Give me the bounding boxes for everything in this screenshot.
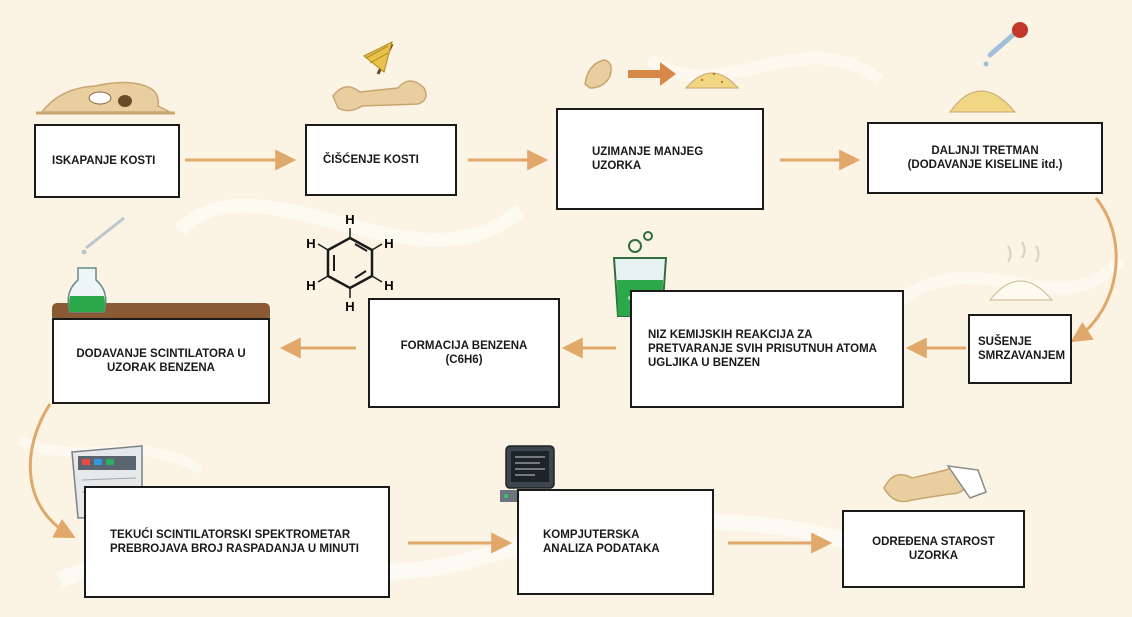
arrow <box>28 403 76 538</box>
step-kemijske-reakcije: NIZ KEMIJSKIH REAKCIJA ZA PRETVARANJE SV… <box>630 290 904 408</box>
flow-arrows <box>28 149 1118 554</box>
step-uzimanje-uzorka: UZIMANJE MANJEG UZORKA <box>556 108 764 210</box>
benzene-h-label: H <box>306 236 315 251</box>
bone-tag-icon <box>883 465 987 503</box>
step-label: KOMPJUTERSKA ANALIZA PODATAKA <box>543 529 660 555</box>
flask-pipette-icon <box>52 216 270 321</box>
step-label: ODREĐENA STAROST UZORKA <box>872 536 995 562</box>
step-dodavanje-scintilatora: DODAVANJE SCINTILATORA U UZORAK BENZENA <box>52 318 270 404</box>
step-odredena-starost: ODREĐENA STAROST UZORKA <box>842 510 1025 588</box>
step-label: SUŠENJE SMRZAVANJEM <box>978 336 1066 362</box>
step-label: ČIŠĆENJE KOSTI <box>323 154 419 166</box>
step-label: TEKUĆI SCINTILATORSKI SPEKTROMETAR PREBR… <box>110 529 359 555</box>
step-daljnji-tretman: DALJNJI TRETMAN (DODAVANJE KISELINE itd.… <box>867 122 1103 194</box>
benzene-h-label: H <box>345 299 354 314</box>
step-label: ISKAPANJE KOSTI <box>52 155 156 167</box>
step-ciscenje-kosti: ČIŠĆENJE KOSTI <box>305 124 457 196</box>
dried-powder-icon <box>988 241 1054 301</box>
step-label: UZIMANJE MANJEG UZORKA <box>592 146 704 172</box>
step-label: DODAVANJE SCINTILATORA U UZORAK BENZENA <box>76 348 246 374</box>
bone-to-powder-icon <box>584 59 740 89</box>
benzene-h-label: H <box>306 278 315 293</box>
benzene-h-label: H <box>384 236 393 251</box>
step-kompjuterska-analiza: KOMPJUTERSKA ANALIZA PODATAKA <box>517 489 714 595</box>
pipette-powder-icon <box>949 22 1028 113</box>
benzene-ring-icon: H H H H H H <box>306 212 393 314</box>
arrow <box>1070 197 1118 343</box>
bone-brush-icon <box>332 41 427 112</box>
step-iskapanje-kosti: ISKAPANJE KOSTI <box>34 124 180 198</box>
step-label: NIZ KEMIJSKIH REAKCIJA ZA PRETVARANJE SV… <box>648 329 877 369</box>
step-formacija-benzena: FORMACIJA BENZENA (C6H6) <box>368 298 560 408</box>
step-label: FORMACIJA BENZENA (C6H6) <box>400 340 528 366</box>
fossil-skull-icon <box>36 81 175 115</box>
step-label: DALJNJI TRETMAN (DODAVANJE KISELINE itd.… <box>907 145 1063 171</box>
benzene-h-label: H <box>384 278 393 293</box>
step-scintilatorski-spektrometar: TEKUĆI SCINTILATORSKI SPEKTROMETAR PREBR… <box>84 486 390 598</box>
step-susenje-smrzavanjem: SUŠENJE SMRZAVANJEM <box>968 314 1072 384</box>
benzene-h-label: H <box>345 212 354 227</box>
